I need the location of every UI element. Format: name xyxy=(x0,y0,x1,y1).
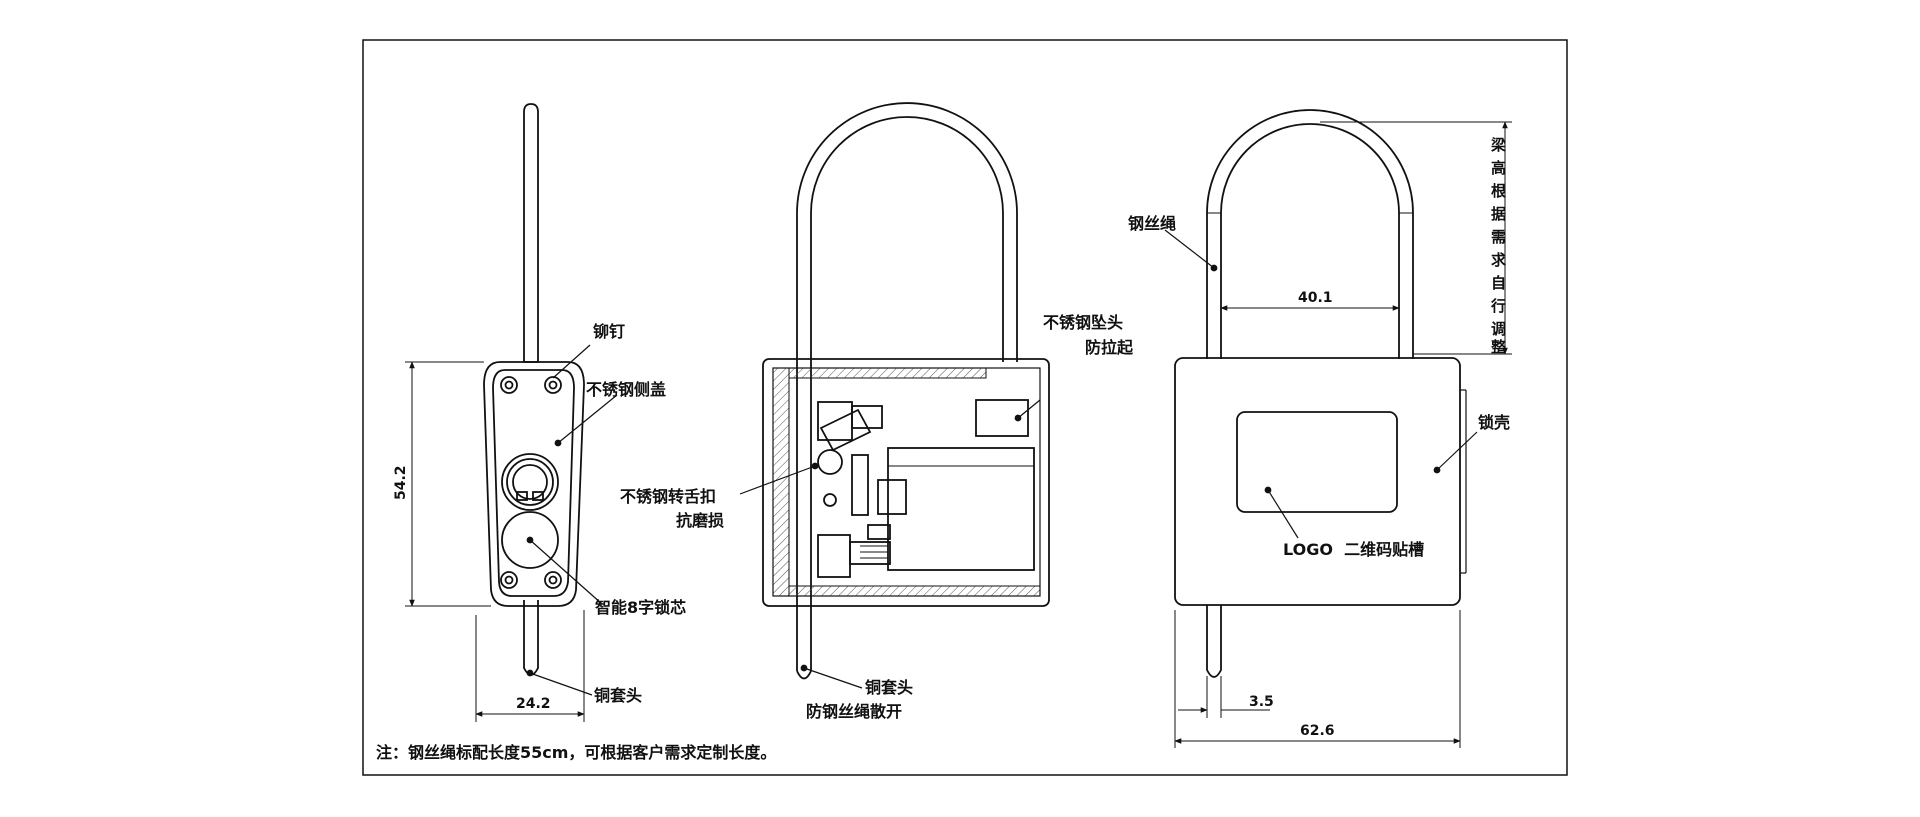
lock-core-outer xyxy=(501,453,559,511)
rivet-tr xyxy=(544,376,562,394)
rivet-br xyxy=(544,571,562,589)
drawing-frame xyxy=(362,39,1568,776)
shackle-outer xyxy=(796,102,1018,671)
dim-width-text: 24.2 xyxy=(516,696,551,712)
front-shackle-outer xyxy=(1206,109,1414,359)
label-copper-head-left: 铜套头 xyxy=(594,686,642,705)
footer-note: 注：钢丝绳标配长度55cm，可根据客户需求定制长度。 xyxy=(376,743,776,762)
svg-text:行: 行 xyxy=(1490,297,1506,315)
label-rivet: 铆钉 xyxy=(593,322,625,341)
label-copper-head-mid-1: 铜套头 xyxy=(865,678,913,697)
housing-outer xyxy=(762,358,1050,607)
rivet-tl xyxy=(500,376,518,394)
label-lock-core: 智能8字锁芯 xyxy=(595,598,686,617)
housing-wall-left xyxy=(772,367,790,597)
middle-section-view xyxy=(739,102,1050,689)
stainless-pendant xyxy=(975,399,1029,437)
dim-total-text: 62.6 xyxy=(1300,723,1335,739)
vertical-note: 梁 高 根 据 需 求 自 行 调 整 xyxy=(1490,136,1507,356)
label-wire-rope: 钢丝绳 xyxy=(1128,214,1176,233)
rotating-tongue xyxy=(819,408,872,452)
label-side-cover: 不锈钢侧盖 xyxy=(586,380,666,399)
label-pendant-1: 不锈钢坠头 xyxy=(1043,313,1123,332)
lock-core-bottom xyxy=(501,511,559,569)
dim-inner-text: 40.1 xyxy=(1298,290,1333,306)
wire-rope-top xyxy=(523,103,539,363)
label-tongue-2: 抗磨损 xyxy=(676,511,724,530)
label-pendant-2: 防拉起 xyxy=(1085,338,1134,357)
label-tongue-1: 不锈钢转舌扣 xyxy=(620,487,716,506)
right-front-view xyxy=(1164,109,1512,748)
left-side-view xyxy=(405,103,618,722)
svg-text:根: 根 xyxy=(1491,182,1506,200)
svg-text:调: 调 xyxy=(1491,320,1506,338)
housing-wall-bottom xyxy=(788,585,1041,597)
wire-rope-bottom xyxy=(523,600,539,676)
rivet-bl xyxy=(500,571,518,589)
label-logo-slot: LOGO 二维码贴槽 xyxy=(1283,540,1424,559)
svg-text:整: 整 xyxy=(1491,338,1506,356)
tongue-pivot xyxy=(817,449,843,475)
side-body-outer xyxy=(483,361,585,607)
front-shackle-inner xyxy=(1220,123,1400,359)
svg-text:求: 求 xyxy=(1491,251,1507,269)
svg-text:据: 据 xyxy=(1491,205,1506,223)
lock-shell xyxy=(1174,357,1461,606)
label-shell: 锁壳 xyxy=(1478,413,1510,432)
housing-wall-top xyxy=(788,367,987,379)
lock-cylinder xyxy=(887,447,1035,571)
svg-text:需: 需 xyxy=(1491,228,1506,246)
svg-text:高: 高 xyxy=(1491,159,1506,177)
dim-height-text: 54.2 xyxy=(393,465,409,500)
dim-rope-text: 3.5 xyxy=(1249,694,1274,710)
side-cover-plate xyxy=(492,369,575,597)
label-copper-head-mid-2: 防钢丝绳散开 xyxy=(806,702,902,721)
lock-core-ring xyxy=(512,464,548,500)
svg-text:自: 自 xyxy=(1491,274,1506,292)
svg-text:梁: 梁 xyxy=(1490,136,1507,154)
front-rope-bottom xyxy=(1206,605,1222,678)
shackle-inner xyxy=(810,116,1004,671)
logo-qr-slot xyxy=(1236,411,1398,513)
